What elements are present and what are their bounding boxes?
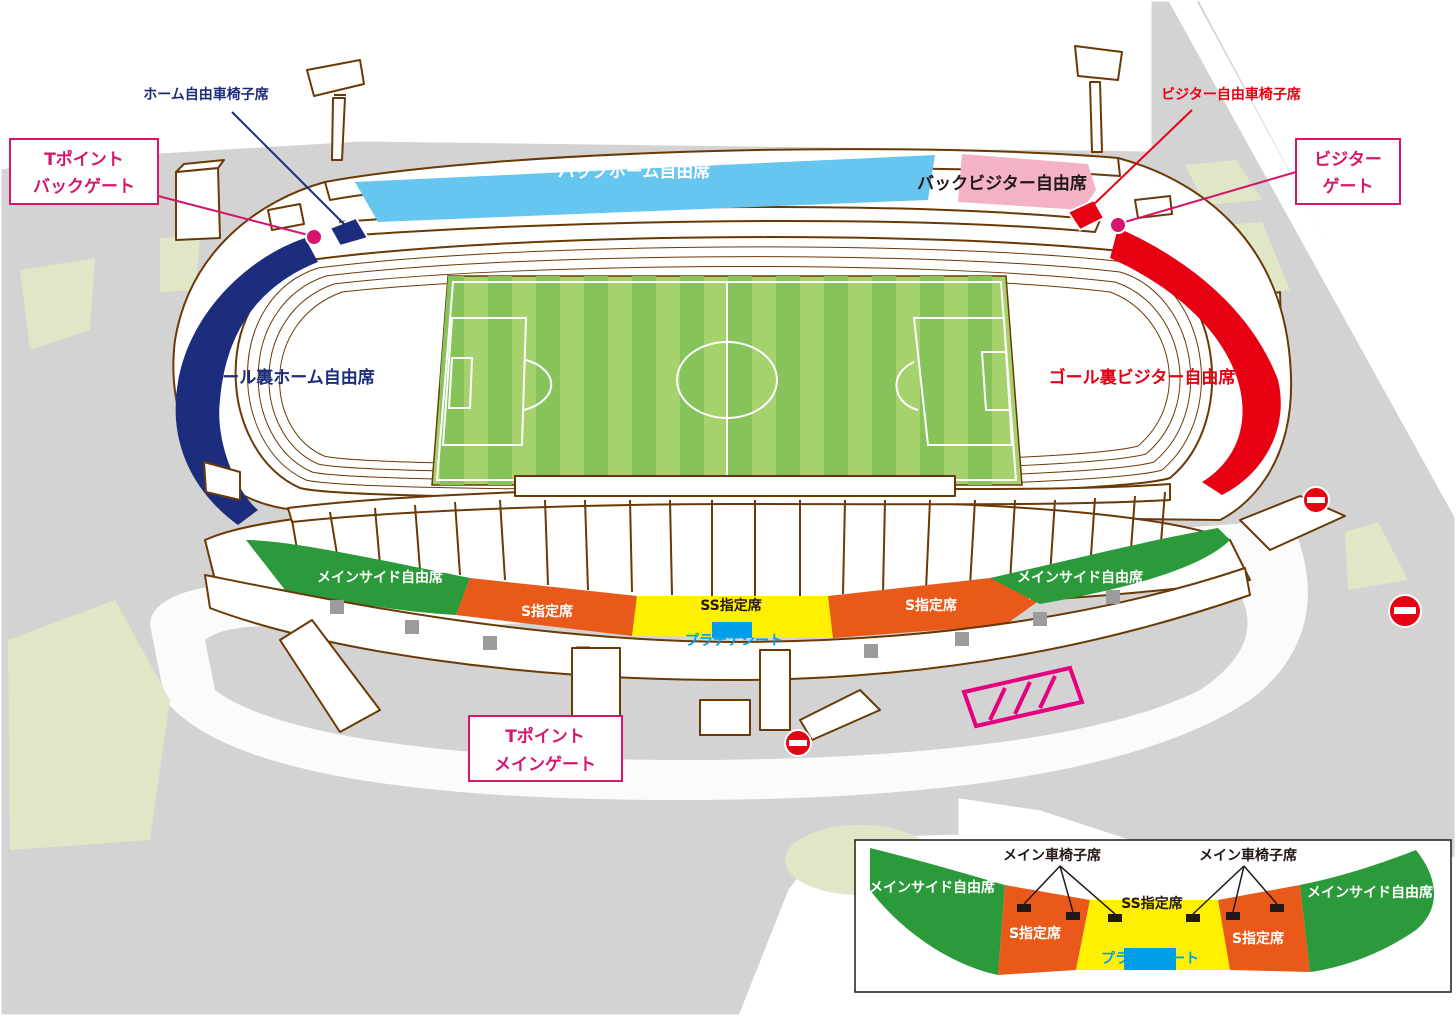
back-visitor-free-section[interactable]: [958, 154, 1096, 210]
goal-home-free-section[interactable]: [175, 238, 318, 525]
inset-wheelchair-left-label: メイン車椅子席: [1003, 847, 1101, 864]
inset-leaders: [1023, 865, 1278, 915]
inset-panel: メイン車椅子席 メイン車椅子席 メインサイド自由席 S指定席 SS指定席 プラチ…: [854, 839, 1452, 993]
svg-text:Tポイント: Tポイント: [44, 149, 124, 170]
inset-platinum[interactable]: [1124, 948, 1176, 970]
main-gate-building: [571, 647, 791, 736]
main-side-free-right-section[interactable]: [990, 528, 1230, 604]
pitch-stripes: [440, 276, 992, 485]
inset-s-right[interactable]: [1218, 885, 1310, 972]
seating: [175, 154, 1346, 741]
goal-visitor-free-section[interactable]: [1110, 228, 1281, 495]
staircase-left: [279, 619, 381, 733]
main-stand-roof-top: [514, 475, 956, 497]
svg-text:ゲート: ゲート: [1323, 176, 1374, 197]
home-wheelchair-section[interactable]: [328, 216, 370, 248]
svg-text:バックゲート: バックゲート: [33, 176, 135, 197]
main-gate-label: Tポイント メインゲート: [468, 715, 623, 782]
svg-text:ビジター: ビジター: [1314, 150, 1382, 170]
lamp-post-small: [203, 195, 1173, 501]
entrance-hatching-icon: [961, 665, 1085, 729]
s-reserved-right-section[interactable]: [828, 577, 1040, 638]
callout-leaders: [157, 109, 1297, 246]
main-side-free-right-label: メインサイド自由席: [1017, 569, 1143, 586]
grass-area: [20, 258, 95, 350]
back-home-free-section[interactable]: [355, 155, 935, 222]
inset-main-side-free-right[interactable]: [1300, 850, 1434, 972]
inset-platinum-label: プラチナシート: [1101, 951, 1199, 967]
inset-wheelchair-markers: [1017, 904, 1284, 922]
inset-main-side-free-left[interactable]: [870, 848, 1005, 975]
visitor-wheelchair-section[interactable]: [1066, 198, 1106, 232]
ss-reserved-label: SS指定席: [700, 597, 762, 614]
inset-ss-label: SS指定席: [1121, 895, 1183, 912]
grass-area: [1345, 522, 1408, 590]
grass-area: [1185, 160, 1262, 205]
visitor-gate-label: ビジター ゲート: [1295, 138, 1401, 205]
platinum-label: プラチナシート: [685, 633, 783, 649]
main-concourse: [204, 567, 1251, 681]
road: [1210, 0, 1456, 440]
svg-text:メインゲート: メインゲート: [494, 754, 596, 775]
main-side-free-left-label: メインサイド自由席: [317, 569, 443, 586]
main-side-free-left-section[interactable]: [246, 540, 470, 615]
road: [1168, 0, 1456, 520]
inset-s-left-label: S指定席: [1009, 925, 1061, 942]
home-wheelchair-label: ホーム自由車椅子席: [143, 86, 269, 103]
stadium: [172, 148, 1293, 521]
visitor-wheelchair-label: ビジター自由車椅子席: [1161, 86, 1301, 103]
back-visitor-free-label: バックビジター自由席: [917, 173, 1087, 194]
s-reserved-left-label: S指定席: [521, 603, 573, 620]
no-entry-icon: [784, 729, 812, 757]
platinum-section[interactable]: [712, 622, 752, 638]
goal-visitor-free-label: ゴール裏ビジター自由席: [1049, 367, 1236, 388]
grass-area: [160, 236, 200, 292]
inset-main-side-free-left-label: メインサイド自由席: [869, 879, 995, 896]
ss-reserved-section[interactable]: [632, 596, 833, 638]
no-entry-icon: [1388, 594, 1422, 628]
svg-text:Tポイント: Tポイント: [505, 726, 585, 747]
roof-columns: [291, 491, 1166, 598]
inset-main-side-free-right-label: メインサイド自由席: [1307, 884, 1433, 901]
back-gate-label: Tポイント バックゲート: [9, 138, 159, 205]
goal-home-free-label: ゴール裏ホーム自由席: [205, 367, 375, 388]
s-reserved-left-section[interactable]: [456, 578, 637, 636]
floodlight-left: [306, 59, 365, 161]
section-labels: ホーム自由車椅子席 ビジター自由車椅子席 バックホーム自由席 バックビジター自由…: [143, 86, 1301, 649]
pitch-markings: [435, 281, 1018, 481]
inset-s-right-label: S指定席: [1232, 930, 1284, 947]
building: [175, 159, 225, 241]
s-reserved-right-label: S指定席: [905, 597, 957, 614]
grass-area: [8, 600, 170, 850]
back-home-free-label: バックホーム自由席: [558, 161, 711, 182]
inset-wheelchair-right-label: メイン車椅子席: [1199, 847, 1297, 864]
floodlight-right: [1074, 45, 1123, 153]
no-entry-icon: [1302, 486, 1330, 514]
